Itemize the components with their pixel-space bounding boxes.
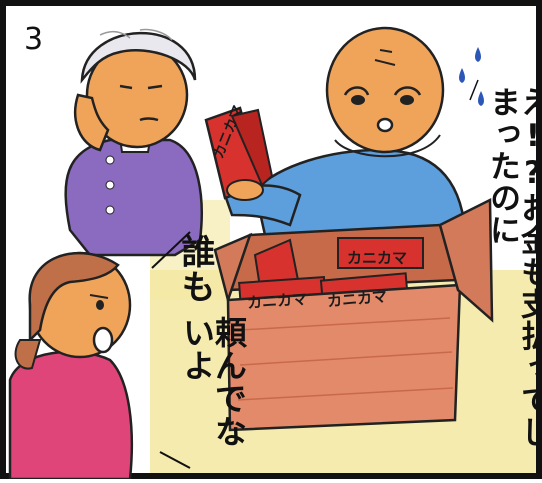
left-pack-label: カニカマ [246, 289, 308, 313]
panel-number: 3 [24, 22, 44, 57]
sweat-drop-icon [459, 47, 484, 106]
crab-pack-back [337, 237, 424, 269]
woman-hair [28, 251, 120, 344]
woman-mouth [92, 326, 114, 354]
old-man-speech: え!?お金も支払ってしまったのに [484, 86, 542, 448]
box-flap-right [438, 197, 494, 323]
box-flap-left [213, 232, 253, 305]
speech-tail-lower [159, 451, 191, 469]
woman-speech-line-2: 頼んでないよ [178, 316, 248, 448]
held-crab-pack [204, 106, 274, 201]
woman-speech-line-1: 誰も [175, 234, 215, 304]
woman-shirt [8, 350, 134, 481]
grandfather-mouth [376, 117, 394, 133]
grandmother-hair [80, 31, 197, 84]
grandfather-head [325, 26, 445, 154]
speech-tail-upper [151, 231, 191, 269]
back-pack-label: カニカマ [347, 249, 408, 267]
grandmother-sweater [64, 138, 203, 257]
grandmother-hand [73, 93, 110, 152]
speech-tail-right [469, 79, 479, 101]
grandmother [64, 28, 203, 257]
cardboard-box [213, 197, 494, 432]
grandfather [223, 26, 467, 237]
woman [8, 251, 134, 481]
